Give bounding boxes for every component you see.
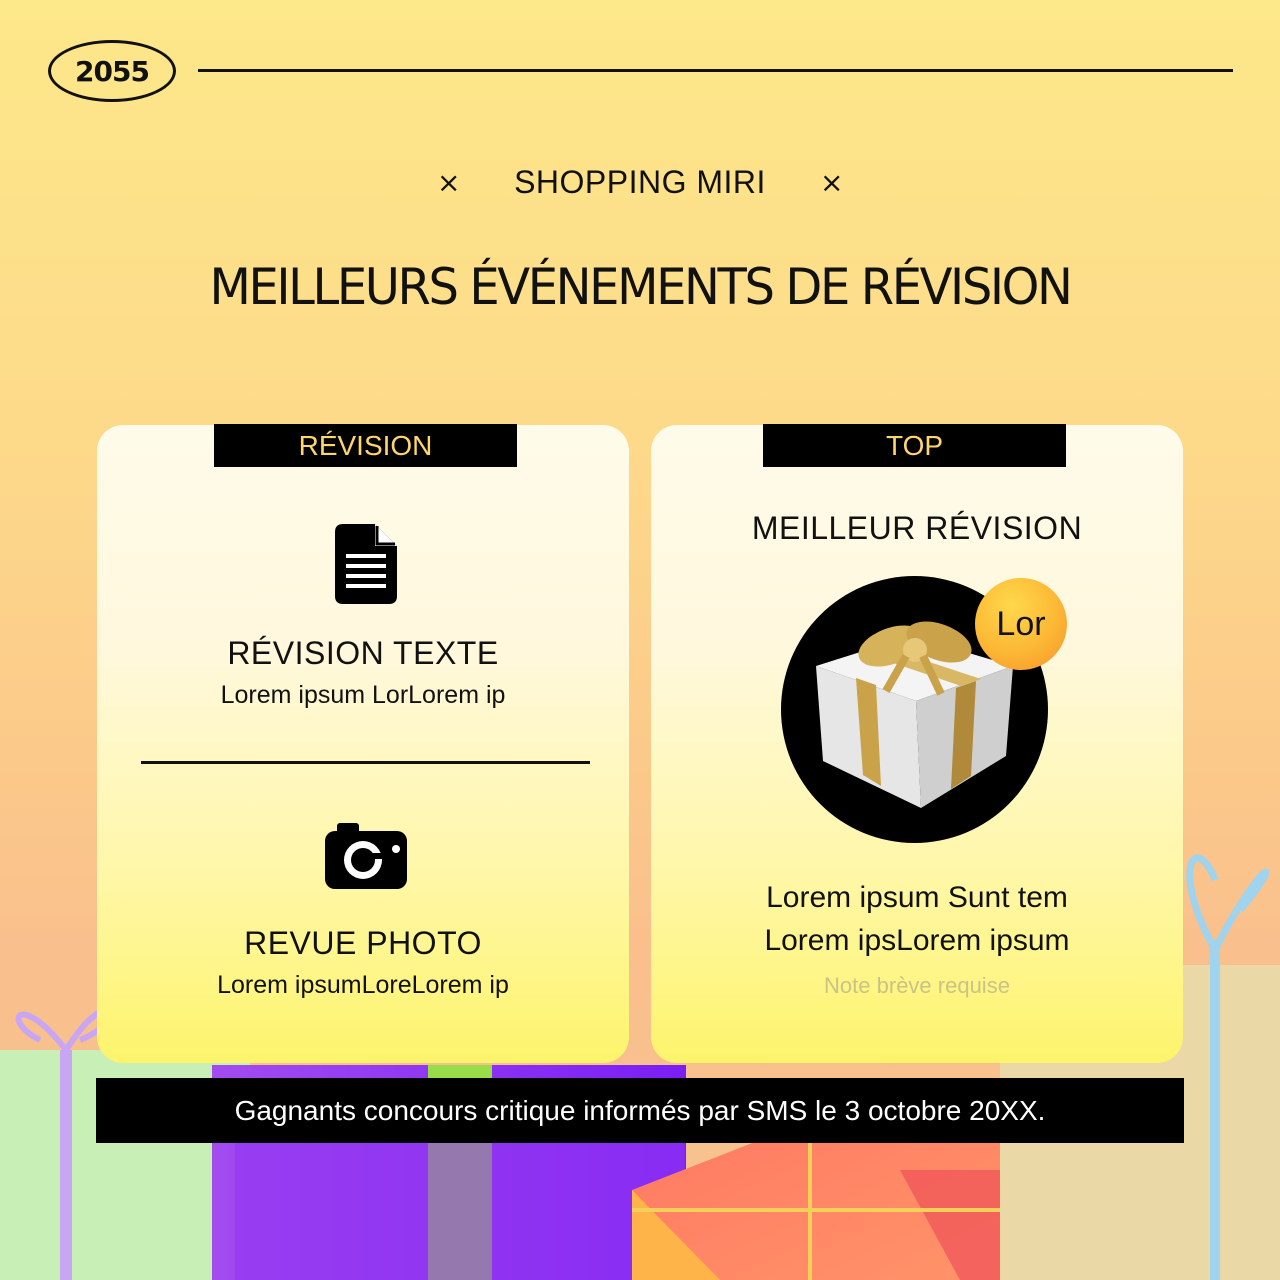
tab-top: TOP — [763, 424, 1066, 467]
best-review-heading: MEILLEUR RÉVISION — [751, 510, 1083, 546]
short-note: Note brève requise — [824, 973, 1010, 998]
header-rule — [198, 69, 1233, 72]
close-icon[interactable]: × — [820, 166, 844, 199]
gold-badge: Lor — [975, 578, 1067, 670]
document-icon — [335, 524, 397, 609]
close-icon[interactable]: × — [437, 166, 461, 199]
tab-revision: RÉVISION — [214, 424, 517, 467]
text-review-title: RÉVISION TEXTE — [227, 635, 499, 671]
gift-box-image — [781, 576, 1048, 843]
photo-review-subtitle: Lorem ipsumLoreLorem ip — [217, 971, 509, 999]
page-title: MEILLEURS ÉVÉNEMENTS DE RÉVISION — [209, 258, 1072, 316]
card-divider — [141, 761, 590, 764]
top-review-line-1: Lorem ipsum Sunt tem — [766, 881, 1068, 914]
text-review-subtitle: Lorem ipsum LorLorem ip — [220, 681, 506, 709]
brand-row: × SHOPPING MIRI × — [0, 160, 1280, 208]
top-review-card: MEILLEUR RÉVISION Lor Lorem ipsum Sunt t… — [651, 425, 1183, 1063]
brand-name: SHOPPING MIRI — [514, 164, 766, 200]
top-review-line-2: Lorem ipsLorem ipsum — [764, 924, 1070, 957]
photo-review-title: REVUE PHOTO — [244, 925, 482, 961]
logo-badge: 2055 — [48, 40, 176, 102]
review-types-card: RÉVISION TEXTE Lorem ipsum LorLorem ip R… — [97, 425, 629, 1063]
winners-banner: Gagnants concours critique informés par … — [96, 1078, 1184, 1143]
camera-icon — [325, 821, 407, 894]
